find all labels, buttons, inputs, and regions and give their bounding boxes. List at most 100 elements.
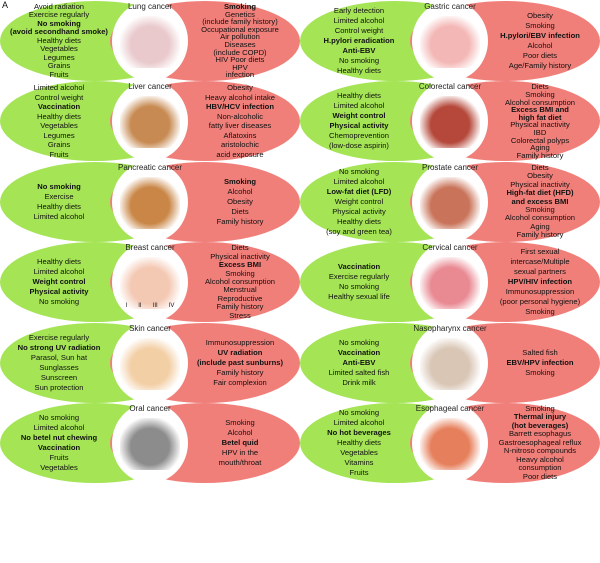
- risk-factor: HIV Poor diets: [215, 55, 265, 65]
- stage-label: IV: [168, 303, 175, 310]
- risk-factor: Excess BMI and: [511, 105, 569, 115]
- risk-factor: Physical inactivity: [210, 251, 270, 261]
- prevention-factor: Limited alcohol: [33, 267, 85, 277]
- prevention-factor: Limited salted fish: [328, 367, 390, 377]
- prevention-factor: Healthy diets: [37, 35, 81, 45]
- risk-factor: Family history: [216, 302, 264, 312]
- risk-factor: high fat diet: [518, 112, 562, 122]
- panel-title: Prostate cancer: [421, 162, 479, 172]
- prevention-factor: H.pylori eradication: [323, 36, 395, 45]
- risk-factor: HPV/HIV infection: [507, 277, 573, 287]
- prevention-factor: Exercise regularly: [28, 332, 90, 342]
- prevention-factor: Sun protection: [34, 382, 84, 392]
- risk-factor: Aflatoxins: [223, 130, 257, 140]
- risk-factor: Alcohol: [227, 186, 253, 196]
- risk-factor: Physical inactivity: [510, 120, 570, 130]
- prevention-factor: Healthy diets: [37, 111, 81, 121]
- prevention-factor: Healthy diets: [37, 257, 81, 267]
- prevention-factor: Anti-EBV: [342, 357, 376, 367]
- risk-factor: intercase/Multiple: [510, 257, 570, 267]
- prevention-factor: Limited alcohol: [33, 423, 85, 432]
- panel-title: Oral cancer: [129, 404, 171, 413]
- prevention-factor: No smoking: [38, 413, 80, 422]
- stage-label: III: [152, 303, 158, 310]
- risk-factor: EBV/HPV infection: [506, 357, 574, 367]
- prevention-factor: Physical activity: [332, 206, 386, 216]
- risk-factor: Thermal injury: [513, 412, 567, 422]
- risk-factor: acid exposure: [216, 149, 264, 159]
- prevention-factor: Avoid radiation: [33, 2, 85, 12]
- risk-factor: Diets: [531, 82, 549, 92]
- risk-factor: mouth/throat: [218, 458, 262, 467]
- risk-factor: Immunosuppression: [505, 287, 575, 297]
- risk-factor: Non-alcoholic: [216, 111, 263, 121]
- prevention-factor: Limited alcohol: [333, 418, 385, 427]
- risk-factor: Obesity: [227, 196, 253, 206]
- risk-factor: Menstrual: [223, 285, 257, 295]
- prevention-factor: Limited alcohol: [33, 211, 85, 221]
- risk-factor: Family history: [216, 367, 264, 377]
- panel-title: Pancreatic cancer: [117, 162, 183, 172]
- risk-factor: Aging: [530, 221, 550, 231]
- risk-factor: Smoking: [525, 367, 555, 377]
- prevention-factor: Healthy diets: [37, 201, 81, 211]
- risk-factor: HPV in the: [221, 448, 259, 457]
- prevention-factor: No betel nut chewing: [20, 433, 98, 442]
- prevention-factor: Exercise: [44, 191, 74, 201]
- prevention-factor: No smoking: [338, 408, 380, 417]
- panel-title: Skin cancer: [129, 323, 171, 333]
- prevention-factor: Weight control: [334, 196, 384, 206]
- prevention-factor: Fruits: [49, 149, 69, 159]
- risk-factor: HBV/HCV infection: [206, 102, 274, 112]
- risk-factor: Aging: [530, 143, 550, 153]
- prevention-factor: Weight control: [32, 277, 86, 287]
- prevention-factor: Legumes: [43, 130, 75, 140]
- panel-title: Breast cancer: [125, 243, 175, 253]
- prevention-factor: No smoking: [38, 297, 80, 307]
- prevention-factor: No smoking: [338, 337, 380, 347]
- panel-title: Gastric cancer: [424, 2, 476, 11]
- prevention-factor: Control weight: [34, 92, 84, 102]
- risk-factor: (poor personal hygiene): [499, 297, 581, 307]
- risk-factor: HPV: [232, 62, 248, 72]
- prevention-factor: Grains: [47, 61, 71, 71]
- prevention-factor: Physical activity: [29, 287, 89, 297]
- prevention-factor: Grains: [47, 140, 71, 150]
- risk-factor: Occupational exposure: [201, 24, 279, 34]
- risk-factor: Excess BMI: [218, 260, 262, 270]
- risk-factor: Smoking: [525, 307, 555, 317]
- risk-factor: Air pollution: [220, 32, 260, 42]
- risk-factor: Betel quid: [221, 438, 259, 447]
- risk-factor: Gastroesophageal reflux: [498, 437, 582, 447]
- prevention-factor: Low-fat diet (LFD): [326, 186, 392, 196]
- risk-factor: fatty liver diseases: [208, 121, 272, 131]
- risk-factor: Obesity: [527, 171, 553, 181]
- risk-factor: and excess BMI: [511, 196, 569, 206]
- prevention-factor: No smoking: [338, 282, 380, 292]
- prevention-factor: Vegetables: [340, 448, 378, 457]
- risk-factor: Physical inactivity: [510, 179, 570, 189]
- prevention-factor: Vaccination: [37, 443, 81, 452]
- oral-image: [120, 418, 180, 470]
- cervix-image: [420, 257, 480, 310]
- risk-factor: Obesity: [227, 83, 253, 93]
- risk-factor: Smoking: [525, 90, 555, 100]
- risk-factor: aristolochic: [221, 140, 259, 150]
